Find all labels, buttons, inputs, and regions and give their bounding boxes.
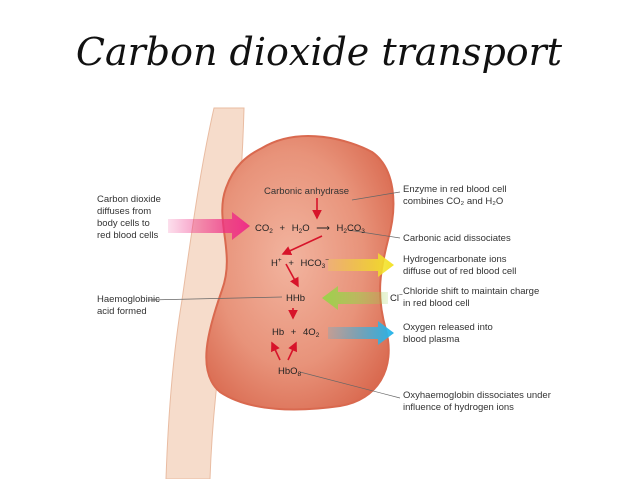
chloride-shift-label: Chloride shift to maintain charge in red… bbox=[403, 286, 542, 309]
equation-3: Hb + 4O2 bbox=[272, 327, 320, 339]
enzyme-label: Enzyme in red blood cell combines CO₂ an… bbox=[403, 184, 509, 207]
co2-in-arrow bbox=[168, 212, 250, 240]
slide-title: Carbon dioxide transport bbox=[75, 30, 563, 74]
chloride-ion-label: Cl− bbox=[390, 292, 403, 304]
o2-out-arrow bbox=[328, 321, 394, 345]
hydrogencarbonate-label: Hydrogencarbonate ions diffuse out of re… bbox=[403, 254, 516, 277]
oxyhaemoglobin-dissociates-label: Oxyhaemoglobin dissociates under influen… bbox=[403, 390, 554, 413]
hco3-out-arrow bbox=[328, 253, 394, 277]
hhb-label: HHb bbox=[286, 293, 305, 304]
cl-in-arrow bbox=[322, 286, 388, 310]
haemoglobinic-acid-label: Haemoglobinic acid formed bbox=[97, 294, 162, 317]
carbonic-acid-dissociates-label: Carbonic acid dissociates bbox=[403, 233, 511, 244]
oxygen-released-label: Oxygen released into blood plasma bbox=[403, 322, 495, 345]
red-blood-cell bbox=[205, 135, 395, 411]
equation-1: CO2 + H2O ⟶ H2CO3 bbox=[255, 223, 365, 236]
leader-lines bbox=[147, 191, 401, 399]
hbo8-label: HbO8 bbox=[278, 366, 302, 378]
co2-diffuses-label: Carbon dioxide diffuses from body cells … bbox=[97, 194, 164, 241]
carbonic-anhydrase-label: Carbonic anhydrase bbox=[264, 186, 349, 197]
reaction-arrows bbox=[271, 198, 323, 361]
equation-2: H+ + HCO3− bbox=[271, 254, 329, 270]
